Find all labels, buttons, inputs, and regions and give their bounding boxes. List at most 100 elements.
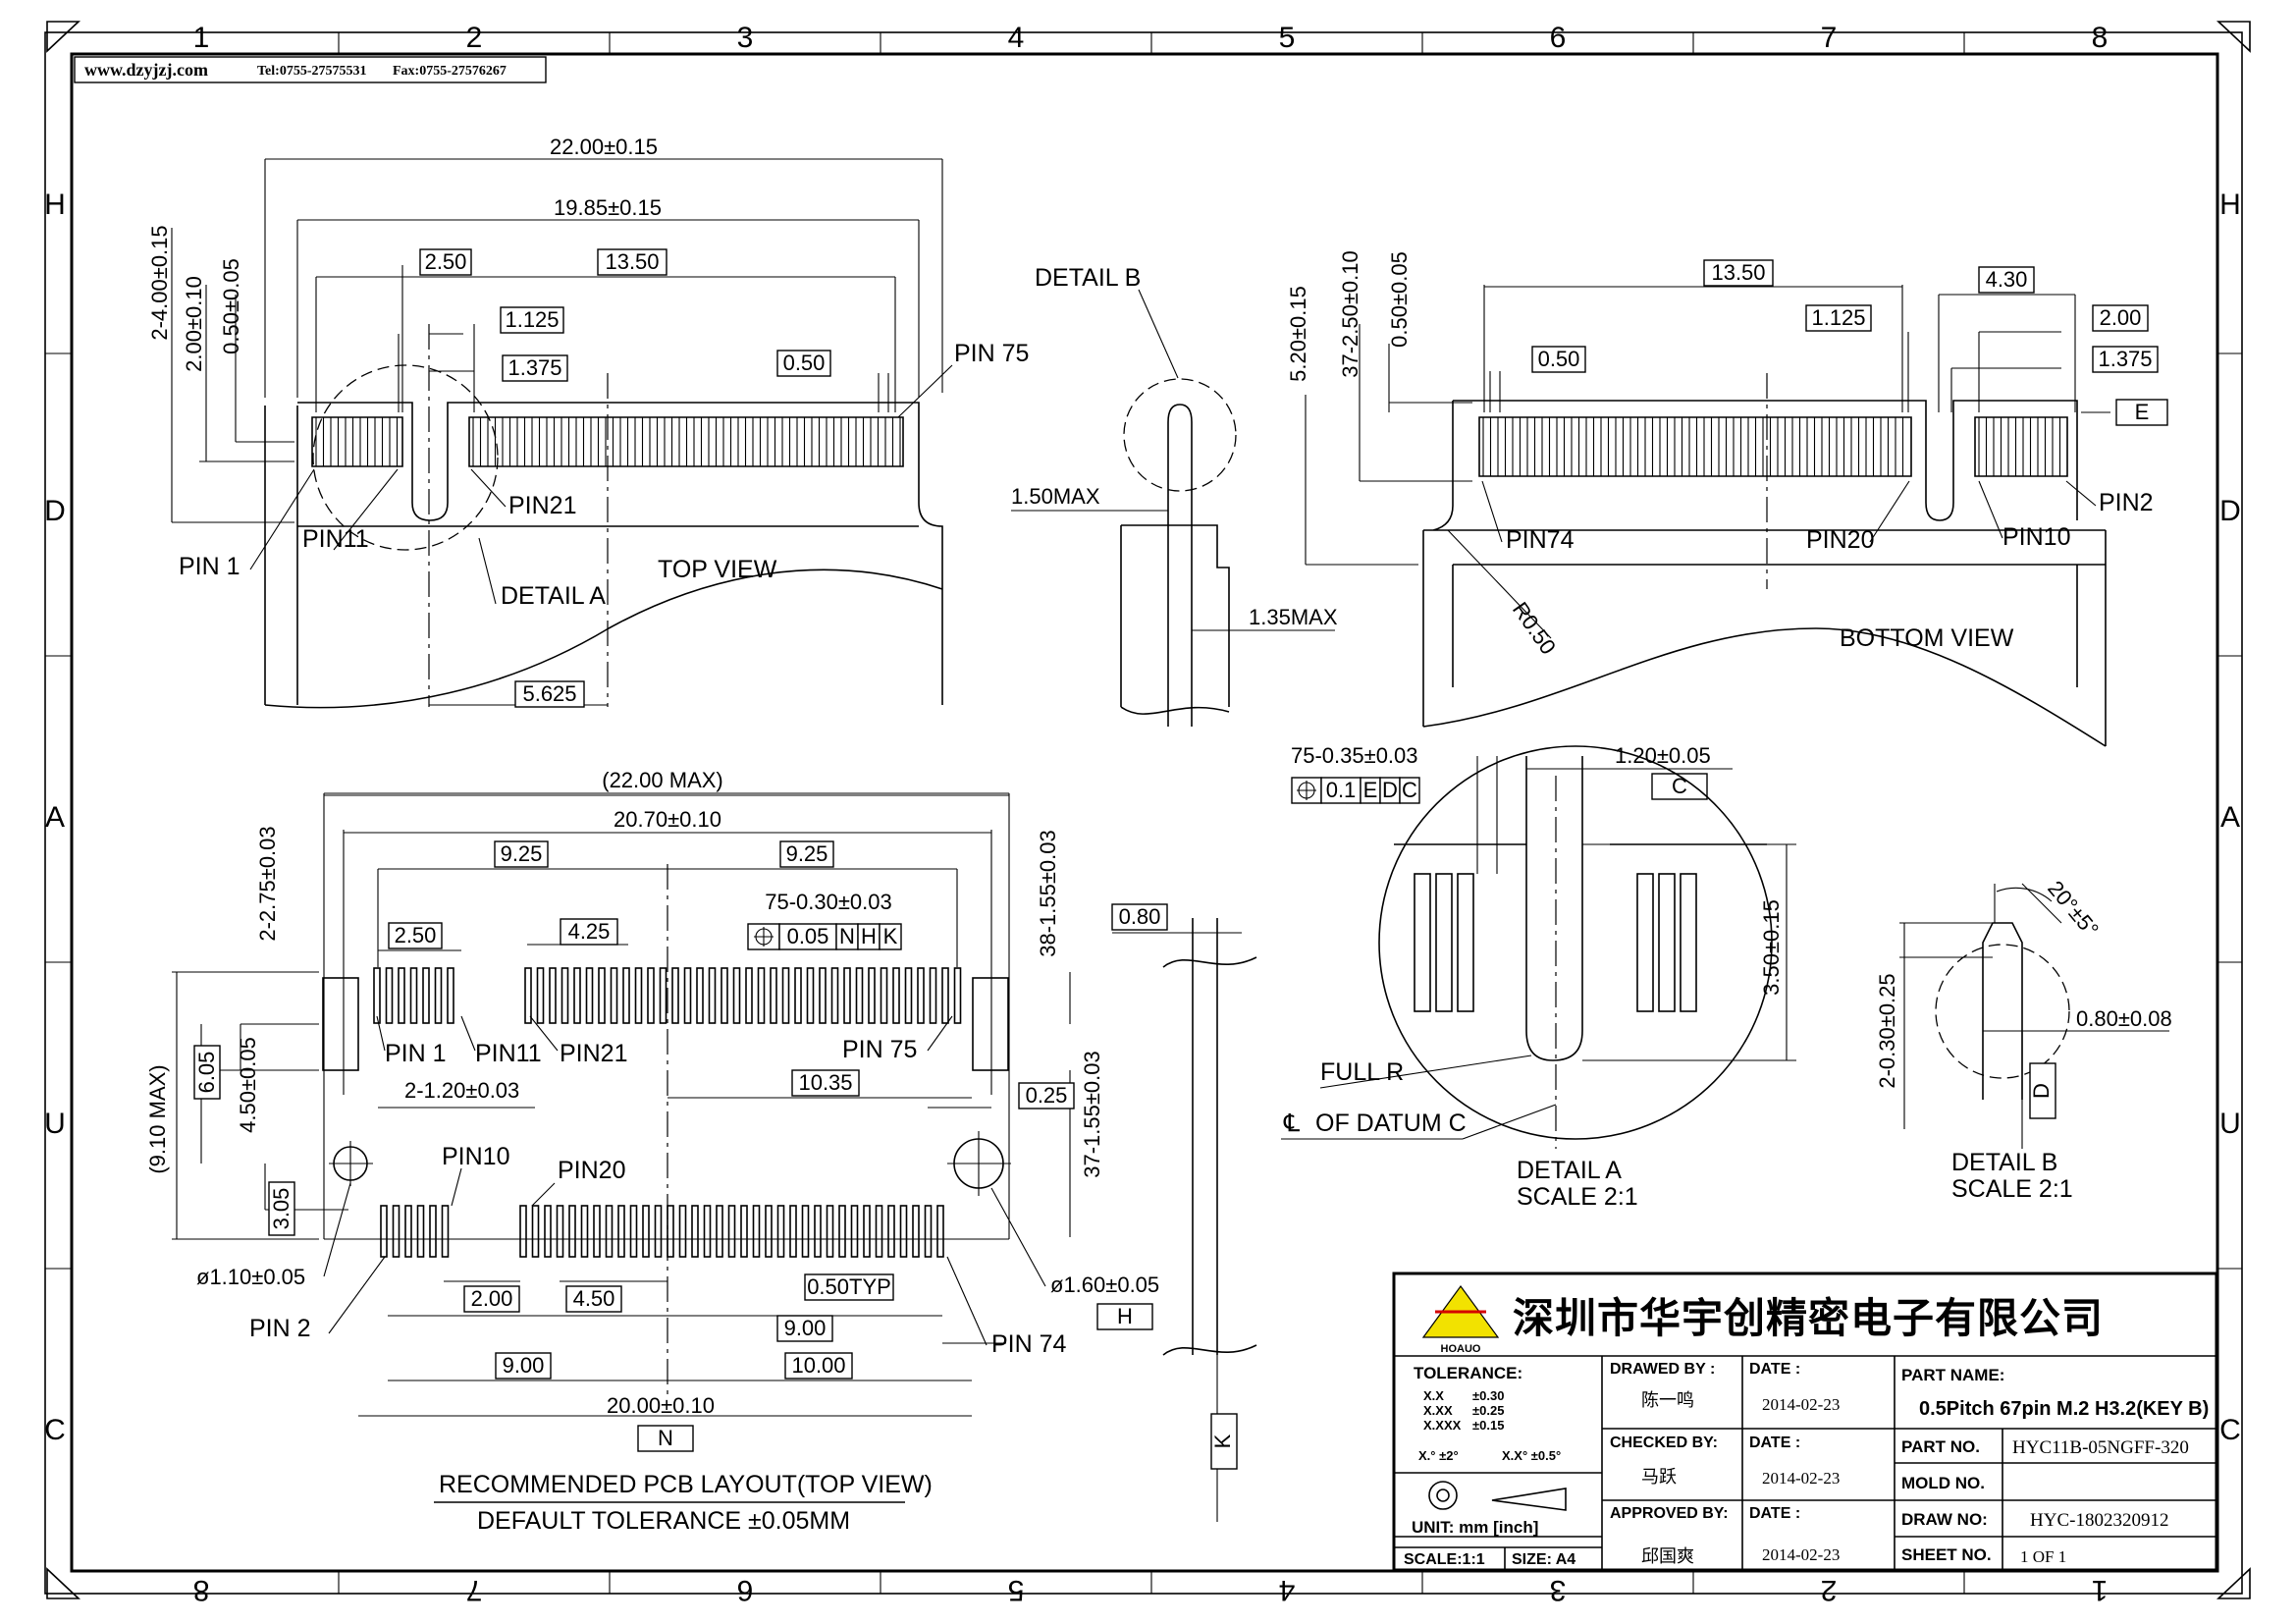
detail-a-dim-1-20: 1.20±0.05 (1615, 743, 1711, 768)
company-logo: HOAUO (1421, 1284, 1500, 1355)
bottom-view-pins-right (1974, 416, 2068, 477)
pcb-pad (544, 1205, 552, 1258)
pcb-pad (917, 967, 925, 1024)
pcb-pads-top-left (373, 967, 454, 1024)
size-label: SIZE: A4 (1512, 1551, 1575, 1568)
top-dim-0-50: 0.50 (783, 351, 826, 375)
pcb-pad (531, 1205, 540, 1258)
pcb-pad (887, 1205, 895, 1258)
grid-top-1: 1 (193, 22, 210, 54)
bottom-label-pin74: PIN74 (1506, 526, 1575, 554)
pcb-pad (671, 967, 679, 1024)
logo-text: HOAUO (1441, 1343, 1481, 1355)
pcb-dim-2-1-20: 2-1.20±0.03 (404, 1078, 519, 1103)
pcb-dim-3-05: 3.05 (269, 1188, 294, 1230)
detail-a-tol-value: 0.1 (1326, 778, 1357, 802)
pcb-tol-n: N (839, 924, 855, 948)
detail-a-cl-symbol: ℄ (1283, 1110, 1300, 1137)
detail-a-circle (1378, 745, 1773, 1140)
pcb-pad (721, 967, 728, 1024)
date-label-1: DATE : (1749, 1361, 1800, 1378)
top-label-pin75: PIN 75 (954, 340, 1029, 367)
bottom-view-pins-left (1478, 416, 1912, 477)
grid-right-c: C (2219, 1414, 2241, 1446)
top-label-detail-a: DETAIL A (501, 582, 606, 610)
pcb-pad (776, 1205, 785, 1258)
top-dim-1-125: 1.125 (505, 307, 559, 332)
bottom-label-pin2: PIN2 (2099, 489, 2154, 516)
bottom-view-title: BOTTOM VIEW (1840, 624, 2014, 652)
pcb-dim-9-00b: 9.00 (784, 1316, 827, 1340)
scale-label: SCALE:1:1 (1404, 1551, 1485, 1568)
pcb-pad (740, 1205, 748, 1258)
pcb-dim-9-00a: 9.00 (503, 1353, 545, 1378)
grid-left-a: A (45, 801, 65, 834)
top-view-title: TOP VIEW (658, 556, 777, 583)
pcb-dim-2-2-75: 2-2.75±0.03 (255, 826, 280, 941)
header-tel: Tel:0755-27575531 (257, 64, 366, 79)
detail-a: 75-0.35±0.03 1.20±0.05 0.1 E D C C 3.50±… (1281, 743, 1796, 1211)
pcb-pad (868, 967, 876, 1024)
bottom-dim-0-50b: 0.50±0.05 (1387, 251, 1412, 348)
tol-x-val: ±0.30 (1472, 1388, 1504, 1403)
top-dim-22-00: 22.00±0.15 (550, 135, 658, 159)
pcb-pad (929, 967, 937, 1024)
pcb-dim-1-10: ø1.10±0.05 (196, 1265, 305, 1289)
strip-dim-0-80: 0.80 (1119, 904, 1161, 929)
grid-bottom-2: 2 (1821, 1574, 1838, 1606)
date-1: 2014-02-23 (1762, 1395, 1840, 1414)
pcb-dim-10-35: 10.35 (798, 1070, 852, 1095)
bottom-dim-4-30: 4.30 (1986, 267, 2028, 292)
detail-b-dim-2-0-30: 2-0.30±0.25 (1875, 973, 1899, 1088)
pcb-dim-10-00: 10.00 (791, 1353, 845, 1378)
pcb-layout: (22.00 MAX) 20.70±0.10 9.25 9.25 75-0.30… (145, 768, 1159, 1535)
grid-top-5: 5 (1279, 22, 1296, 54)
approved-by: 邱国爽 (1641, 1546, 1694, 1566)
detail-a-tol-c: C (1402, 778, 1417, 802)
pcb-label-pin75: PIN 75 (842, 1036, 917, 1063)
part-name-label: PART NAME: (1901, 1366, 2004, 1384)
sheet-no-label: SHEET NO. (1901, 1545, 1992, 1564)
pcb-dim-0-50typ: 0.50TYP (807, 1274, 891, 1299)
pcb-pad (598, 967, 606, 1024)
grid-top-4: 4 (1008, 22, 1025, 54)
tol-angle-2: X.X° ±0.5° (1502, 1448, 1561, 1463)
tol-xxx: X.XXX (1423, 1418, 1462, 1433)
pcb-pad (519, 1205, 527, 1258)
header-strip: www.dzyjzj.com Tel:0755-27575531 Fax:075… (74, 56, 547, 83)
company-name: 深圳市华宇创精密电子有限公司 (1513, 1295, 2104, 1341)
top-dim-5-625: 5.625 (522, 681, 576, 706)
bottom-dim-2-00: 2.00 (2100, 305, 2142, 330)
pcb-pad (416, 1205, 425, 1258)
grid-bottom-5: 5 (1008, 1574, 1025, 1606)
pcb-label-pin10: PIN10 (442, 1143, 509, 1170)
pcb-dim-20-00: 20.00±0.10 (607, 1393, 715, 1418)
detail-b: 20°±5° 0.80±0.08 2-0.30±0.25 D DETAIL B … (1875, 876, 2172, 1203)
pcb-pad (855, 967, 864, 1024)
pcb-tol-h: H (861, 924, 877, 948)
top-label-pin21: PIN21 (508, 492, 576, 519)
pcb-pad (434, 967, 443, 1024)
tol-xxx-val: ±0.15 (1472, 1418, 1504, 1433)
top-dim-2-4-00: 2-4.00±0.15 (147, 225, 172, 340)
bottom-dim-1-125: 1.125 (1811, 305, 1865, 330)
pcb-pad (429, 1205, 437, 1258)
grid-left-h: H (44, 189, 66, 221)
pcb-pad (549, 967, 557, 1024)
pcb-pads-top-right (524, 967, 962, 1024)
part-no-label: PART NO. (1901, 1437, 1980, 1456)
top-dim-2-00: 2.00±0.10 (182, 276, 206, 372)
pcb-dim-9-25b: 9.25 (786, 841, 828, 866)
grid-top-2: 2 (466, 22, 483, 54)
pcb-pad (781, 967, 790, 1024)
pcb-pad (899, 1205, 908, 1258)
pcb-pad (568, 1205, 576, 1258)
pcb-label-pin1: PIN 1 (385, 1040, 447, 1067)
pcb-pad (573, 967, 581, 1024)
pcb-pad (617, 1205, 625, 1258)
pcb-pad (770, 967, 777, 1024)
header-fax: Fax:0755-27576267 (393, 64, 507, 79)
pcb-pad (801, 1205, 810, 1258)
detail-b-title: DETAIL B (1951, 1149, 2057, 1176)
pcb-pad (605, 1205, 614, 1258)
